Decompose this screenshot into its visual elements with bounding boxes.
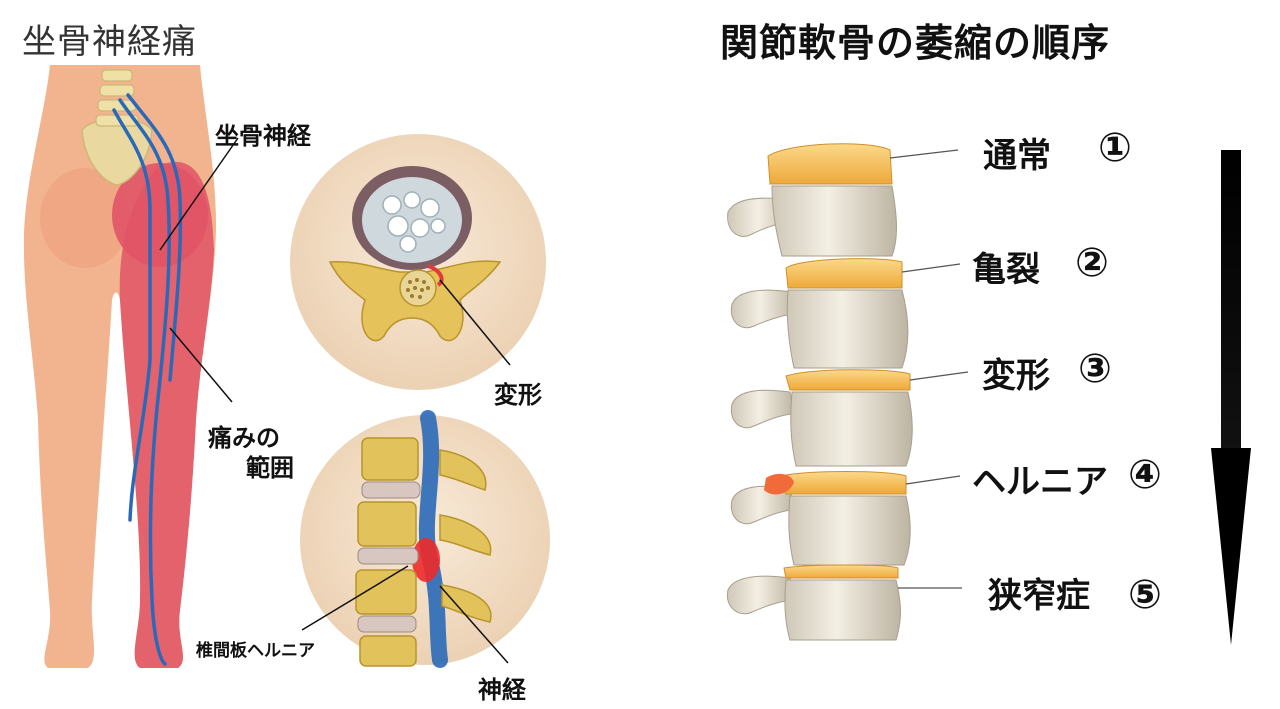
step-label-4: ヘルニア [972,462,1108,502]
step-label-3: 変形 [982,356,1050,396]
progression-arrow [1211,150,1251,645]
step-number-5: ⑤ [1128,572,1162,618]
label-nerve: 神経 [478,676,526,704]
step-number-2: ② [1075,240,1109,286]
label-sciatic-nerve: 坐骨神経 [215,122,311,150]
step-label-1: 通常 [983,136,1051,176]
spine-column [726,143,969,641]
pain-area [119,161,214,668]
right-title: 関節軟骨の萎縮の順序 [720,21,1111,65]
sciatic-nerve [112,93,183,666]
label-disc-hernia: 椎間板ヘルニア [196,641,315,661]
step-number-1: ① [1098,125,1132,171]
step-label-5: 狭窄症 [988,576,1090,616]
vertebra-cross-section [290,134,546,390]
label-pain-range-1: 痛みの [208,424,280,452]
step-label-2: 亀裂 [972,250,1040,290]
body-back-view [23,65,239,668]
label-pain-range-2: 範囲 [246,454,294,482]
left-title: 坐骨神経痛 [22,22,197,62]
lumbar-spine [95,69,139,127]
label-deformation: 変形 [494,381,542,409]
step-number-4: ④ [1128,452,1162,498]
spine-side-view [300,410,550,668]
step-number-3: ③ [1078,346,1112,392]
